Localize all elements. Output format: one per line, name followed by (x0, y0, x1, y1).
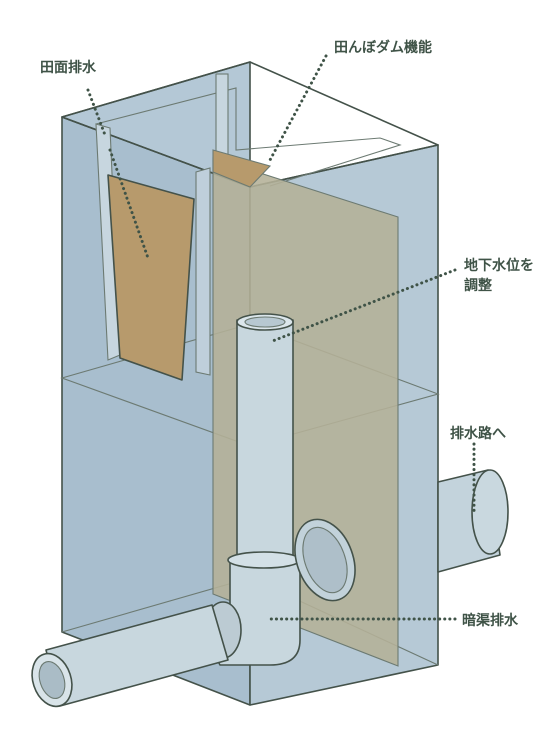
standpipe-body (236, 319, 294, 561)
dam-slot (215, 73, 229, 161)
label-to-drain: 排水路へ (450, 425, 506, 442)
mid-plane (60, 323, 440, 447)
inner-rim (95, 87, 402, 187)
label-rice-dam: 田んぼダム機能 (334, 39, 432, 56)
inlet-pipe-bore (38, 661, 66, 699)
box-top-rim (61, 61, 439, 188)
outlet-pipe-mouth (471, 469, 509, 555)
standpipe-inner (244, 316, 286, 328)
elbow-flange (227, 551, 301, 569)
leader-rice-dam (268, 54, 328, 162)
leader-field-drainage (86, 88, 107, 137)
label-groundwater-line1: 地下水位を (464, 257, 534, 274)
dam-board (212, 149, 272, 188)
front-post (195, 167, 211, 376)
label-field-drainage: 田面排水 (40, 59, 97, 76)
label-groundwater-line2: 調整 (464, 277, 493, 294)
leader-field-drainage-2 (108, 148, 150, 260)
weir-plate (107, 174, 195, 381)
outlet-ring-bore (302, 526, 348, 594)
label-underdrain: 暗渠排水 (462, 612, 519, 629)
